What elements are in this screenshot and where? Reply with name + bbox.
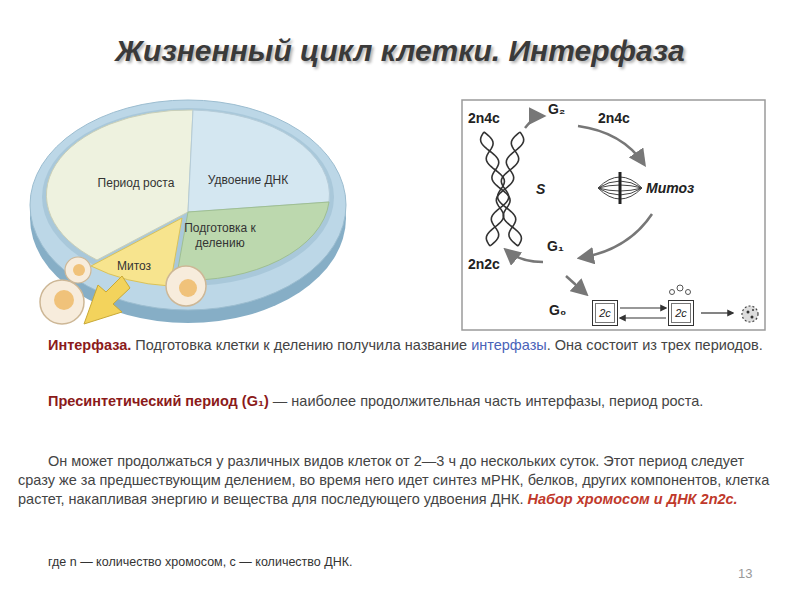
ploidy-label: 2n2c: [468, 256, 500, 272]
cell-box: 2c: [592, 300, 618, 326]
dna-strand: [490, 132, 520, 246]
mitosis-spindle: [598, 172, 642, 204]
term: интерфазы: [471, 337, 547, 353]
text-paragraph: Он может продолжаться у различных видов …: [18, 452, 780, 509]
cycle-pie: [30, 100, 346, 324]
phase-label: G₀: [549, 302, 566, 318]
text-paragraph: Пресинтетический период (G₁)— наиболее п…: [18, 392, 780, 411]
node-text: Подготовка к делению: [180, 221, 260, 251]
cell-box: 2c: [668, 300, 694, 326]
term: Пресинтетический период (G₁): [48, 393, 269, 409]
phase-label: G₁: [547, 238, 564, 254]
slide-title: Жизненный цикл клетки. Интерфаза: [0, 34, 800, 68]
ploidy-label: 2n4c: [468, 110, 500, 126]
cell: [40, 257, 206, 324]
connector-arrow: [620, 317, 666, 318]
phase-label: G₂: [548, 101, 565, 117]
node-text: Удвоение ДНК: [201, 173, 295, 188]
pie-sector: Удвоение ДНК: [200, 172, 296, 189]
ploidy-label: 2n4c: [598, 110, 630, 126]
term: Интерфаза.: [48, 337, 131, 353]
node-text: 2c: [597, 307, 613, 319]
text-paragraph: где n — количество хромосом, с — количес…: [18, 554, 780, 571]
highlight: Набор хромосом и ДНК 2n2c.: [528, 491, 738, 507]
diagram-frame: [462, 100, 765, 330]
body-text: — наиболее продолжительная часть интерфа…: [273, 393, 704, 409]
footnote: где n — количество хромосом, с — количес…: [48, 555, 353, 569]
pie-sector: Митоз: [109, 258, 159, 275]
phase-label: Митоз: [646, 180, 694, 196]
text-paragraph: Интерфаза.Подготовка клетки к делению по…: [18, 336, 780, 355]
body-text: . Она состоит из трех периодов.: [547, 337, 763, 353]
pie-sector: Подготовка к делению: [179, 220, 261, 252]
node-text: Период роста: [91, 176, 181, 191]
cycle-arrow: [506, 116, 652, 294]
connector-arrow: [620, 307, 666, 308]
node-text: 2c: [673, 307, 689, 319]
page-number: 13: [738, 566, 752, 581]
body-text: Подготовка клетки к делению получила наз…: [135, 337, 467, 353]
dna-helix: [481, 132, 524, 246]
dna-strand: [481, 132, 522, 246]
phase-label: S: [536, 181, 545, 197]
node-text: Митоз: [110, 259, 158, 274]
pie-sector: Период роста: [90, 175, 182, 192]
dna-strand: [486, 132, 523, 246]
